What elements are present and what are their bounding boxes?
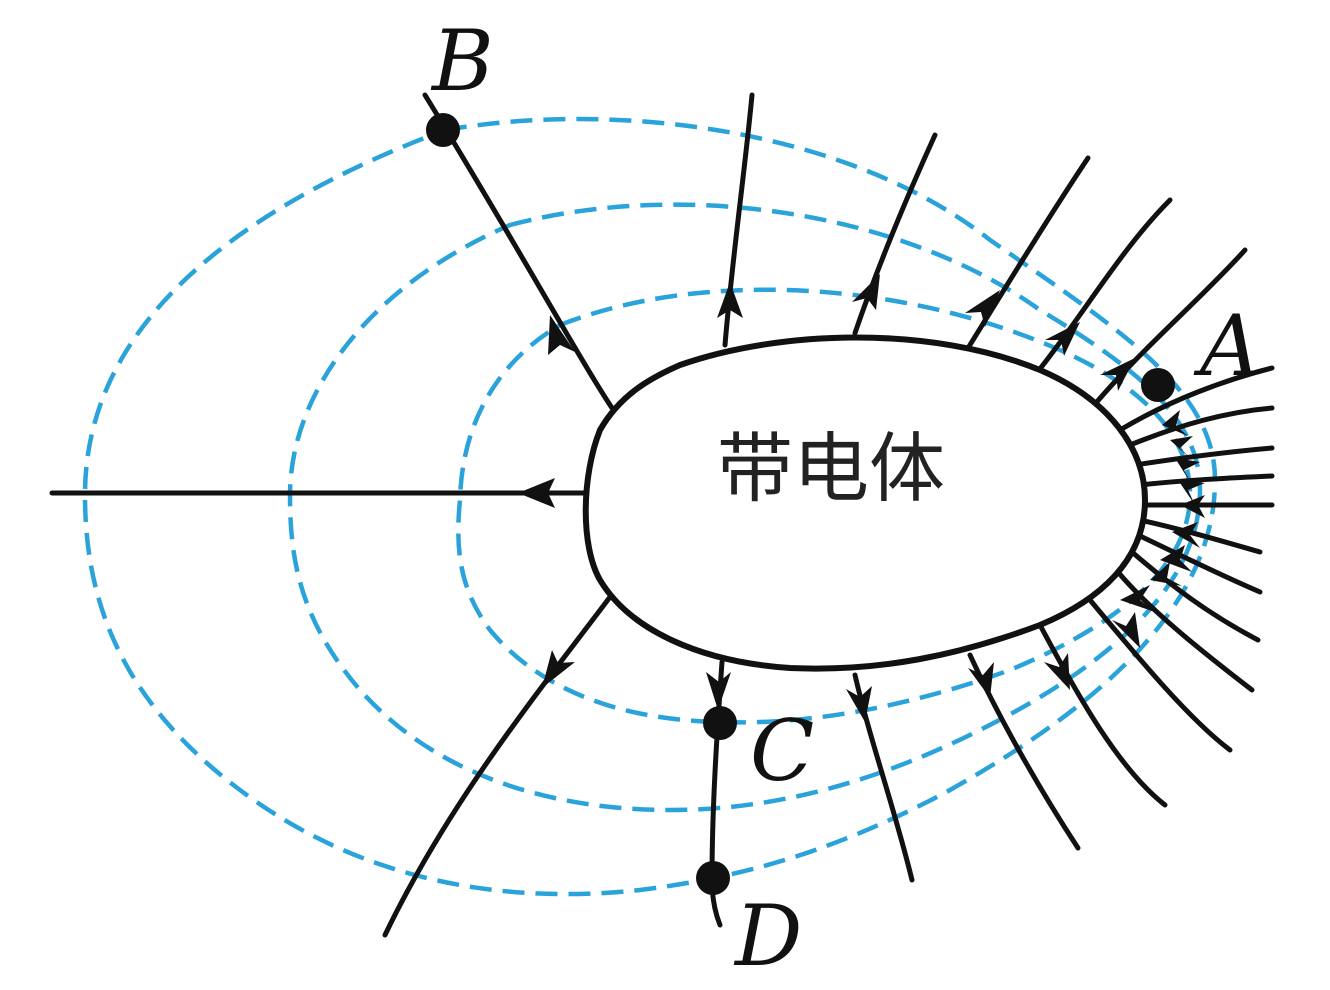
field-line-top-1 [722,92,755,348]
point-d-marker [696,861,730,895]
point-b-label: B [430,12,494,110]
equipotential-outer [82,116,1218,897]
arrow-right-2 [1170,436,1193,460]
arrow-top-3 [965,290,1000,327]
arrow-bottom-3 [968,662,994,698]
field-line-bottom-5 [1087,597,1233,753]
field-line-right-8 [1129,549,1261,643]
arrow-right-3 [1175,458,1200,485]
arrow-top-1 [717,282,743,318]
field-line-right-7 [1135,532,1263,595]
arrow-right-4 [1178,480,1205,505]
field-line-top-5 [1087,247,1248,413]
arrow-right-8 [1150,562,1182,586]
field-line-top-2 [852,132,938,336]
arrow-right-6 [1172,522,1200,548]
field-line-upper-left [422,92,615,411]
equipotential-middle [287,202,1203,813]
charged-body-label: 带电体 [717,424,945,513]
arrow-lower-left [542,650,575,688]
field-line-top-4 [1032,197,1173,378]
arrow-upper-left [548,315,575,355]
field-line-right-1 [1117,365,1275,433]
arrow-bottom-2 [846,686,872,722]
arrow-top-2 [852,274,880,310]
arrow-right-9 [1120,585,1155,612]
arrow-bottom-4 [1044,653,1070,690]
arrow-top-5 [1100,358,1135,391]
arrow-bottom-1 [706,672,731,710]
field-line-right-3 [1132,445,1275,468]
point-markers [426,113,1175,895]
field-line-lower-left [382,594,613,938]
arrow-left [518,478,555,508]
point-d-label: D [733,887,802,985]
field-line-top-3 [962,155,1091,356]
arrow-top-4 [1045,322,1080,356]
field-line-right-2 [1127,405,1275,448]
equipotential-lines [82,116,1218,897]
charged-body [582,334,1149,672]
field-line-right-6 [1137,517,1263,555]
point-c-marker [703,706,737,740]
point-b-marker [426,113,460,147]
equipotential-inner [456,287,1193,725]
point-a-label: A [1193,297,1261,395]
arrow-right-5 [1180,495,1205,518]
point-labels: A B C D [430,12,1261,985]
field-arrows [518,274,1205,722]
field-line-right-9 [1115,569,1255,693]
field-lines [49,92,1275,938]
arrow-bottom-5 [1112,612,1140,648]
point-c-label: C [750,702,814,800]
arrow-right-7 [1160,545,1192,572]
field-line-right-4 [1137,473,1275,488]
arrow-right-1 [1162,410,1188,436]
field-line-bottom-4 [1037,622,1168,808]
point-a-marker [1141,368,1175,402]
